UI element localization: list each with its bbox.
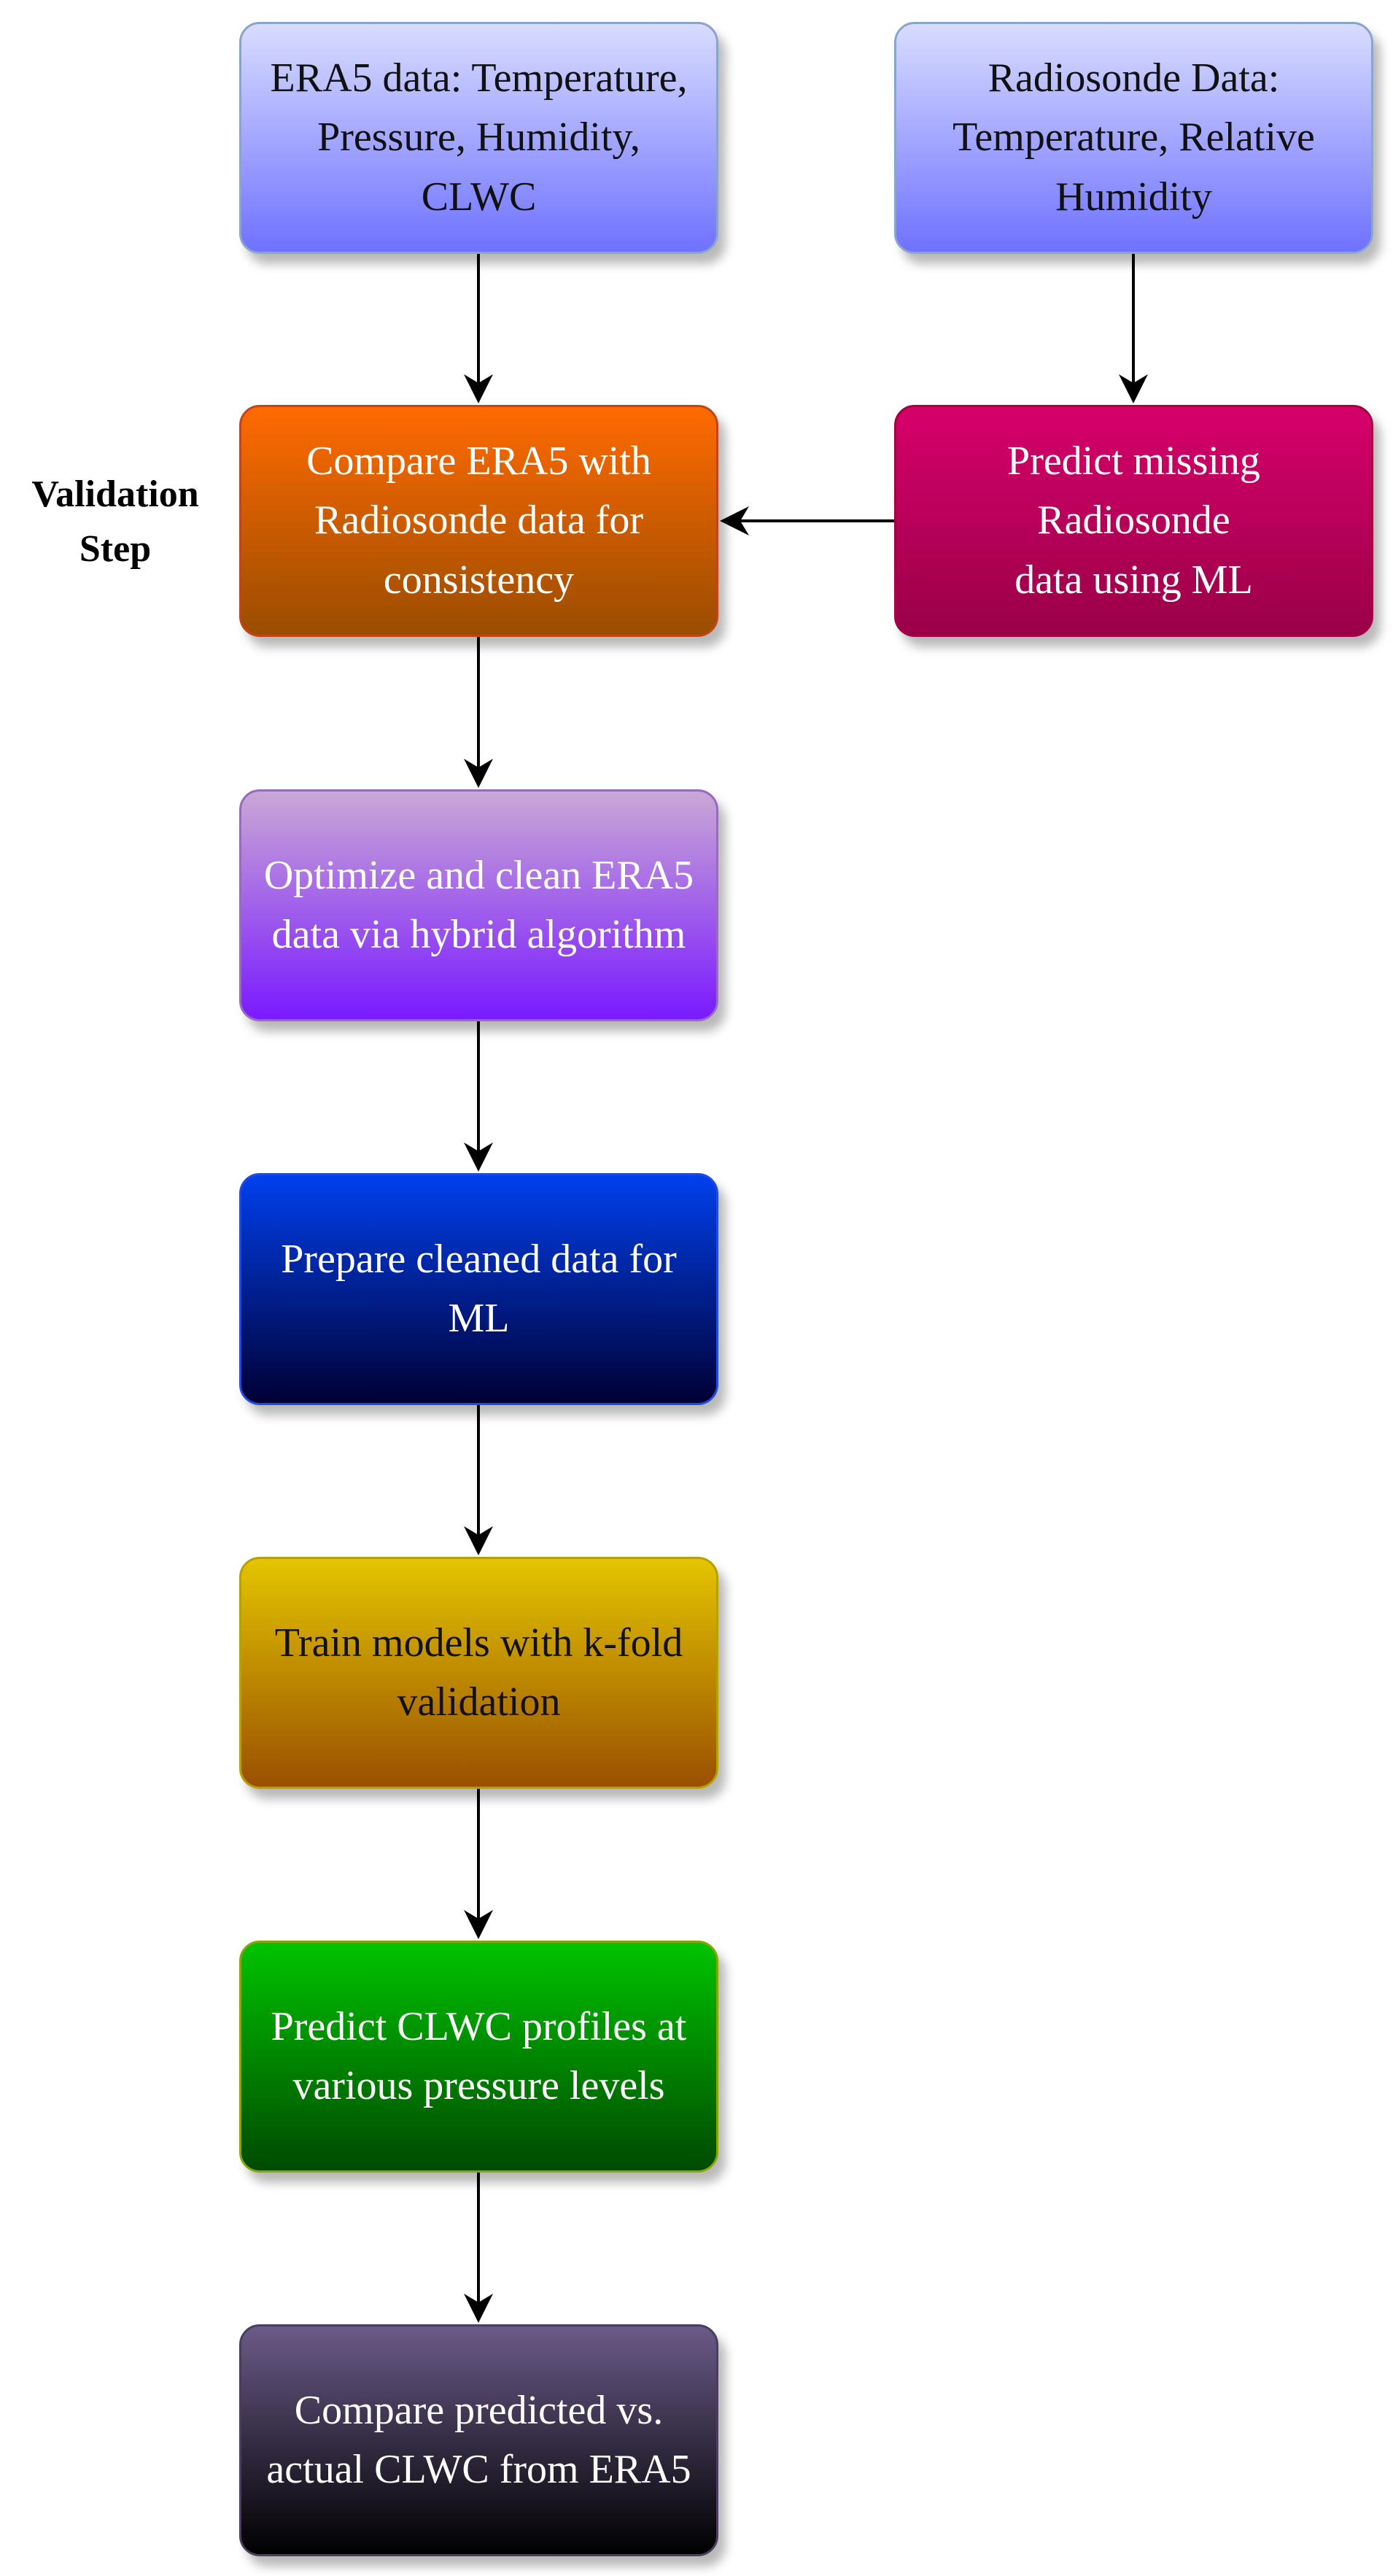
node-optimize-clean: Optimize and clean ERA5 data via hybrid … bbox=[239, 789, 718, 1021]
node-text-line: data using ML bbox=[1014, 557, 1253, 603]
node-text-line: various pressure levels bbox=[292, 2063, 665, 2108]
node-text-line: Prepare cleaned data for bbox=[281, 1236, 677, 1282]
node-text-line: ML bbox=[448, 1296, 510, 1341]
node-text-line: Train models with k-fold bbox=[274, 1620, 683, 1666]
node-text-line: consistency bbox=[383, 557, 575, 603]
validation-step-label: Validation Step bbox=[13, 467, 217, 577]
node-text-line: Optimize and clean ERA5 bbox=[263, 852, 694, 898]
node-era5-data: ERA5 data: Temperature, Pressure, Humidi… bbox=[239, 22, 718, 254]
node-predict-clwc: Predict CLWC profiles at various pressur… bbox=[239, 1941, 718, 2173]
side-label-line: Step bbox=[79, 528, 152, 570]
node-prepare-data: Prepare cleaned data for ML bbox=[239, 1173, 718, 1405]
node-text-line: Compare predicted vs. bbox=[294, 2387, 664, 2433]
node-predict-missing-radiosonde: Predict missing Radiosonde data using ML bbox=[894, 405, 1373, 637]
node-text-line: Predict CLWC profiles at bbox=[271, 2003, 687, 2049]
node-text-line: Humidity bbox=[1055, 174, 1212, 220]
node-compare-predicted: Compare predicted vs. actual CLWC from E… bbox=[239, 2324, 718, 2556]
node-radiosonde-data: Radiosonde Data: Temperature, Relative H… bbox=[894, 22, 1373, 254]
node-text-line: Predict missing Radiosonde bbox=[1007, 438, 1260, 544]
node-text-line: Temperature, Relative bbox=[952, 115, 1315, 160]
node-text-line: actual CLWC from ERA5 bbox=[266, 2447, 691, 2492]
node-text-line: Radiosonde Data: bbox=[987, 55, 1280, 101]
node-text-line: ERA5 data: Temperature, bbox=[270, 55, 688, 101]
node-text-line: data via hybrid algorithm bbox=[271, 912, 686, 957]
node-text-line: validation bbox=[397, 1679, 561, 1725]
node-text-line: Pressure, Humidity, CLWC bbox=[317, 115, 640, 220]
node-text-line: Radiosonde data for bbox=[314, 498, 643, 544]
node-compare-era5: Compare ERA5 with Radiosonde data for co… bbox=[239, 405, 718, 637]
side-label-line: Validation bbox=[31, 473, 199, 515]
node-train-models: Train models with k-fold validation bbox=[239, 1557, 718, 1789]
node-text-line: Compare ERA5 with bbox=[306, 438, 651, 484]
